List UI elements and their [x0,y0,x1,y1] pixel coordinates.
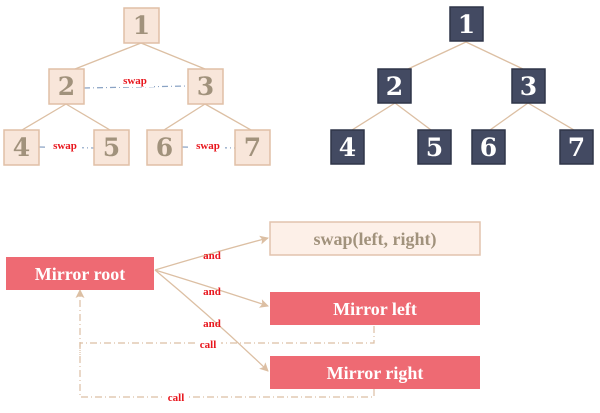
arrow-to-mirror-left [154,269,269,308]
mirror-right-label: Mirror right [327,363,424,383]
tree-node-3: 3 [187,68,224,105]
edge-2-4 [21,103,67,131]
tree-node-6-label: 6 [156,133,173,162]
tree-node-7-label: 7 [568,133,585,162]
original-tree-nodes: 1 2 3 4 5 6 7 [3,7,271,166]
edge-3-7 [527,102,575,131]
tree-node-2-label: 2 [58,72,75,101]
original-tree: swap swap swap 1 2 3 4 5 [3,7,271,166]
recursion-flow: and and and call call Mirror root swap(l… [6,221,481,404]
tree-node-2: 2 [48,68,85,105]
swap-label-6-7: swap [196,140,220,152]
mirror-left-label: Mirror left [333,299,417,319]
call-line-from-mirror-left [79,326,375,355]
tree-node-1-label: 1 [133,11,150,40]
and-label-mirror-left: and [203,286,221,298]
arrow-to-swap [154,235,269,271]
swap-label-bg [48,140,82,152]
edge-1-2 [74,42,142,70]
tree-node-7: 7 [234,129,271,166]
call-label-mirror-left: call [200,339,217,351]
tree-node-5-label: 5 [103,133,120,162]
tree-node-4-label: 4 [339,133,356,162]
and-label-swap: and [203,250,221,262]
tree-node-4: 4 [330,129,365,165]
call-label-mirror-right: call [168,392,185,404]
call-label-bg [163,392,189,403]
edge-2-5 [65,103,111,131]
mirrored-tree-nodes: 1 2 3 4 5 6 7 [330,6,594,165]
and-arrows [154,235,269,372]
swap-label-bg [116,75,154,87]
edge-1-2 [407,41,467,70]
mirror-root-label: Mirror root [35,264,125,284]
tree-node-5: 5 [417,129,452,165]
edge-1-3 [140,42,206,70]
tree-node-5-label: 5 [426,133,443,162]
edge-3-7 [204,103,252,131]
mirrored-tree-edges [351,41,575,131]
tree-node-2-label: 2 [386,72,403,101]
mirrored-tree: 1 2 3 4 5 6 7 [330,6,594,165]
call-line-from-mirror-right [75,289,375,398]
tree-node-4-label: 4 [13,133,30,162]
mirror-right-box: Mirror right [270,356,480,389]
swap-label-bg [191,140,225,152]
edge-1-3 [465,41,524,70]
swap-box-label: swap(left, right) [314,229,437,250]
tree-node-3-label: 3 [520,72,537,101]
tree-node-6: 6 [471,129,506,165]
arrow-to-mirror-right [154,269,269,372]
mirror-left-box: Mirror left [270,292,480,325]
original-tree-edges [21,42,252,131]
tree-node-7: 7 [559,129,594,165]
swap-box: swap(left, right) [269,221,481,256]
edge-2-4 [351,102,396,131]
tree-node-4: 4 [3,129,40,166]
swap-label-2-3: swap [123,75,147,87]
call-lines [75,289,375,398]
edge-3-6 [163,103,206,131]
and-label-mirror-right: and [203,318,221,330]
tree-node-5: 5 [93,129,130,166]
edge-3-6 [489,102,529,131]
tree-node-3-label: 3 [197,72,214,101]
tree-node-1-label: 1 [458,10,475,39]
tree-node-1: 1 [123,7,160,44]
tree-node-7-label: 7 [244,133,261,162]
tree-node-6: 6 [146,129,183,166]
tree-node-6-label: 6 [480,133,497,162]
call-label-bg [195,339,221,350]
tree-node-2: 2 [377,68,412,104]
edge-2-5 [394,102,432,131]
tree-node-3: 3 [511,68,546,104]
mirror-root-box: Mirror root [6,257,154,290]
swap-label-4-5: swap [53,140,77,152]
tree-node-1: 1 [449,6,484,42]
